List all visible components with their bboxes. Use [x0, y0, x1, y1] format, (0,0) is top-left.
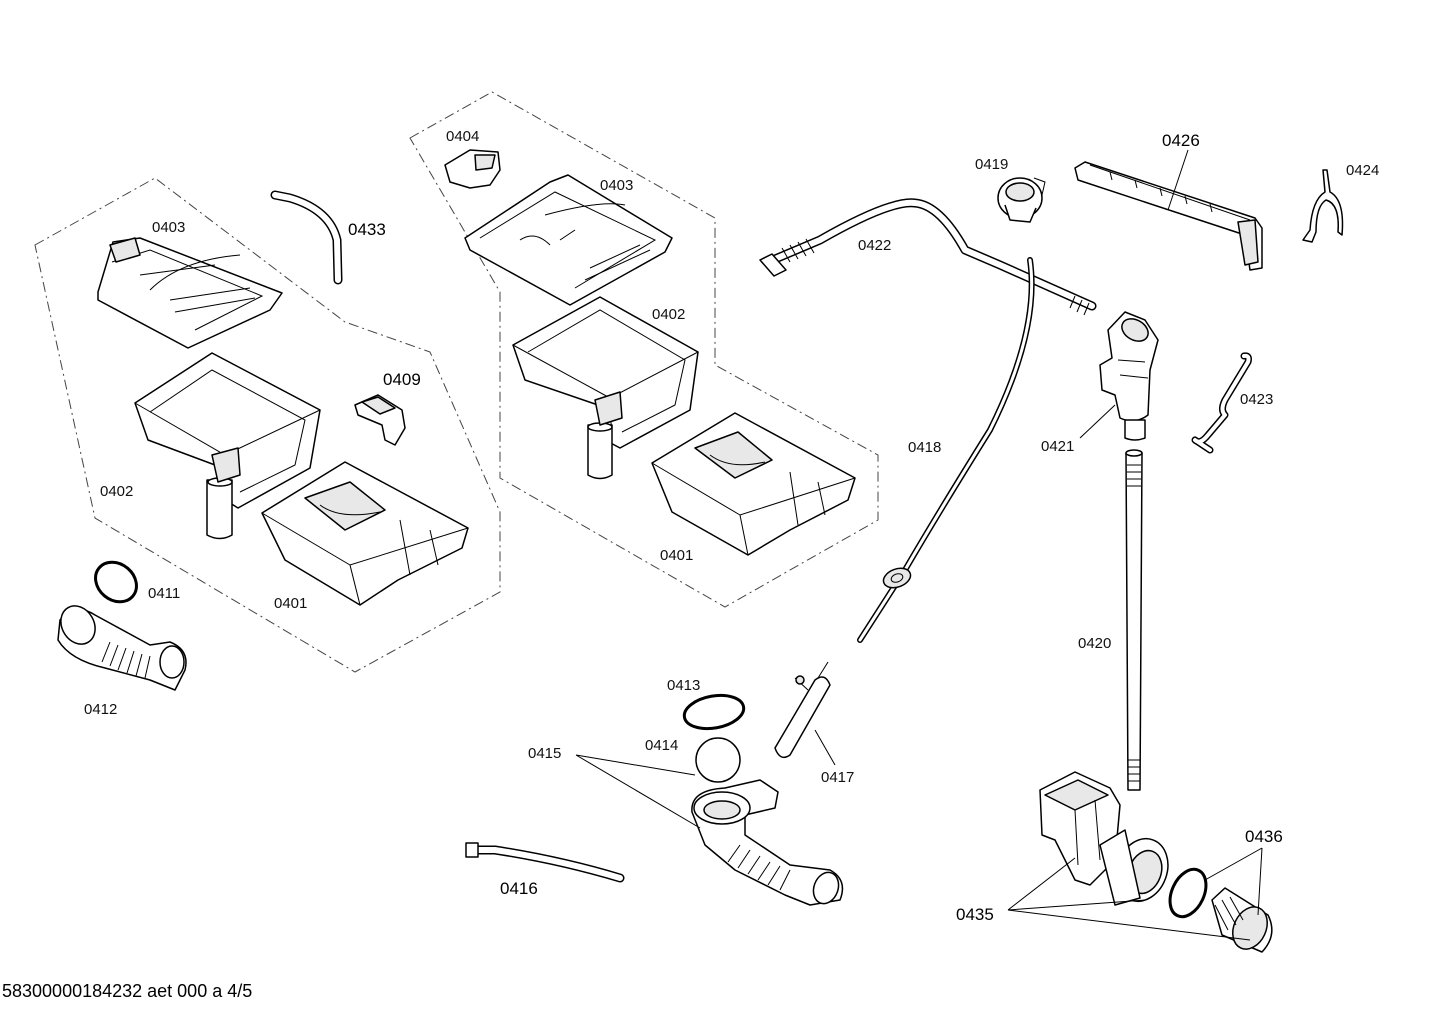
- label-0417: 0417: [821, 769, 854, 786]
- part-0402-drawer-center: [512, 296, 699, 480]
- part-0418-vent-tube: [857, 257, 1035, 643]
- part-0433-hose: [270, 190, 343, 285]
- label-0401-left: 0401: [274, 595, 307, 612]
- label-0422: 0422: [858, 237, 891, 254]
- part-0436-filter: [1168, 867, 1273, 953]
- part-0416-hose: [465, 842, 625, 883]
- part-0413-ring: [682, 693, 746, 731]
- label-0416: 0416: [500, 879, 538, 898]
- label-0436: 0436: [1245, 827, 1283, 846]
- part-0403-lid-left: [97, 237, 283, 349]
- part-0424-fork-clip: [1302, 169, 1344, 243]
- part-0435-drain-pump: [1039, 771, 1169, 906]
- part-0419-pressure-switch: [997, 177, 1046, 223]
- label-0412: 0412: [84, 701, 117, 718]
- part-0411-gasket-ring: [94, 560, 138, 604]
- part-0417-sensor: [774, 661, 831, 759]
- part-0414-ball: [695, 737, 741, 783]
- leader-0417: [814, 729, 836, 766]
- part-0421-air-chamber: [1099, 311, 1159, 441]
- part-0412-bellows: [57, 605, 187, 691]
- label-0411: 0411: [148, 585, 180, 602]
- label-0401-center: 0401: [660, 547, 693, 564]
- leader-0436: [1204, 847, 1263, 916]
- leader-0435: [1007, 857, 1251, 941]
- part-0415-sump: [691, 779, 844, 906]
- label-0433: 0433: [348, 220, 386, 239]
- label-0404: 0404: [446, 128, 479, 145]
- leader-0426: [1167, 149, 1189, 211]
- drawing-reference: 58300000184232 aet 000 a 4/5: [2, 981, 252, 1001]
- label-0419: 0419: [975, 156, 1008, 173]
- label-0424: 0424: [1346, 162, 1379, 179]
- label-0402-center: 0402: [652, 306, 685, 323]
- label-0409: 0409: [383, 370, 421, 389]
- label-0413: 0413: [667, 677, 700, 694]
- part-0404-clip: [444, 149, 501, 189]
- part-0403-lid-center: [464, 174, 673, 306]
- label-0414: 0414: [645, 737, 678, 754]
- part-0423-hook: [1191, 352, 1252, 454]
- label-0418: 0418: [908, 439, 941, 456]
- part-0401-dispenser-center: [651, 412, 856, 556]
- group-outline-center: [409, 91, 879, 608]
- label-0415: 0415: [528, 745, 561, 762]
- label-0403-left: 0403: [152, 219, 185, 236]
- group-outline-left: [34, 177, 501, 673]
- label-0421: 0421: [1041, 438, 1074, 455]
- label-0403-center: 0403: [600, 177, 633, 194]
- leader-0415: [575, 754, 701, 829]
- leader-0421: [1079, 404, 1116, 439]
- part-0402-drawer-left: [134, 352, 321, 540]
- label-0402-left: 0402: [100, 483, 133, 500]
- part-0401-dispenser-left: [261, 461, 469, 606]
- label-0420: 0420: [1078, 635, 1111, 652]
- label-0435: 0435: [956, 905, 994, 924]
- part-0420-tube: [1125, 449, 1143, 791]
- part-0426-bracket-rail: [1074, 161, 1263, 271]
- part-0422-hose: [759, 198, 1097, 316]
- label-0423: 0423: [1240, 391, 1273, 408]
- label-0426: 0426: [1162, 131, 1200, 150]
- part-0409-clip: [354, 394, 406, 446]
